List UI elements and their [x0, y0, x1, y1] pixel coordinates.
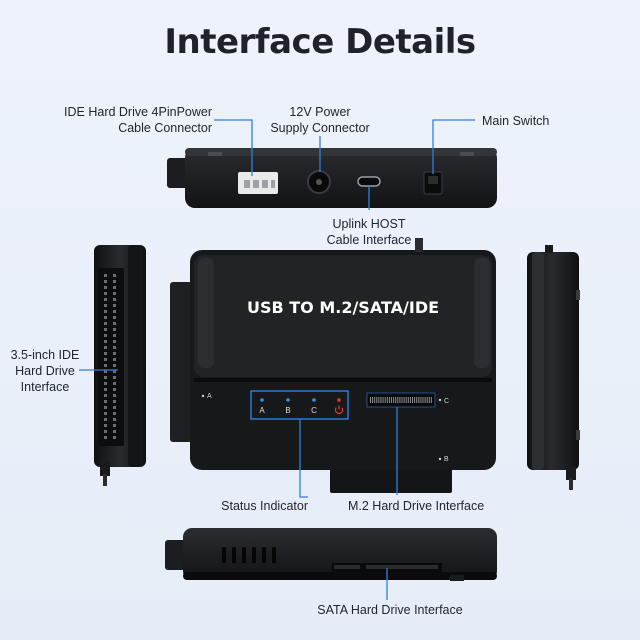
- right-side-view: [527, 245, 580, 490]
- callout-line-ide-power: [214, 119, 253, 176]
- callout-ide35-line-3: Interface: [20, 380, 70, 394]
- adapter-main-body: USB TO M.2/SATA/IDE A C B A B C: [170, 238, 496, 493]
- callout-status-indicator: Status Indicator: [221, 499, 308, 513]
- callout-ide-power-line-1: IDE Hard Drive 4PinPower: [64, 105, 212, 119]
- device-title: USB TO M.2/SATA/IDE: [247, 298, 439, 317]
- led-label-b: B: [285, 406, 290, 415]
- led-c: [312, 398, 316, 402]
- page-title: Interface Details: [164, 22, 476, 62]
- vent-slots: [222, 547, 276, 563]
- callout-12v-line-1: 12V Power: [289, 105, 351, 119]
- main-switch: [423, 171, 443, 195]
- sata-connector: [332, 563, 442, 572]
- callout-lines: [79, 119, 475, 600]
- callout-line-switch: [432, 119, 475, 174]
- led-label-c: C: [311, 406, 317, 415]
- dc-power-jack: [307, 170, 331, 194]
- port-mark-c: C: [444, 398, 449, 405]
- callout-main-switch: Main Switch: [482, 114, 550, 128]
- callout-uplink: Uplink HOST Cable Interface: [306, 216, 432, 248]
- led-b: [286, 398, 290, 402]
- ide-power-connector: [238, 172, 278, 194]
- callout-ide-power: IDE Hard Drive 4PinPower Cable Connector: [40, 104, 212, 136]
- callout-ide35-line-1: 3.5-inch IDE: [10, 348, 80, 362]
- top-edge-view: [167, 148, 497, 208]
- callout-uplink-line-1: Uplink HOST: [332, 217, 406, 231]
- callout-ide-35: 3.5-inch IDE Hard Drive Interface: [4, 347, 86, 395]
- callout-line-status: [299, 419, 308, 498]
- led-power: [337, 398, 341, 402]
- usb-c-port: [357, 176, 381, 187]
- bottom-edge-view: [165, 528, 497, 581]
- m2-slot: [366, 392, 436, 408]
- callout-uplink-line-2: Cable Interface: [326, 233, 412, 247]
- callout-sata: SATA Hard Drive Interface: [317, 603, 463, 617]
- port-mark-a: A: [207, 393, 212, 400]
- power-icon: [334, 405, 344, 414]
- callout-12v-line-2: Supply Connector: [270, 121, 370, 135]
- callout-ide35-line-2: Hard Drive: [15, 364, 75, 378]
- left-side-view: [94, 245, 146, 486]
- callout-m2: M.2 Hard Drive Interface: [348, 499, 485, 513]
- led-label-a: A: [259, 406, 265, 415]
- callout-12v-power: 12V Power Supply Connector: [250, 104, 390, 136]
- callout-ide-power-line-2: Cable Connector: [118, 121, 212, 135]
- led-a: [260, 398, 264, 402]
- ide-pin-header: [104, 274, 116, 439]
- port-mark-b: B: [444, 456, 449, 463]
